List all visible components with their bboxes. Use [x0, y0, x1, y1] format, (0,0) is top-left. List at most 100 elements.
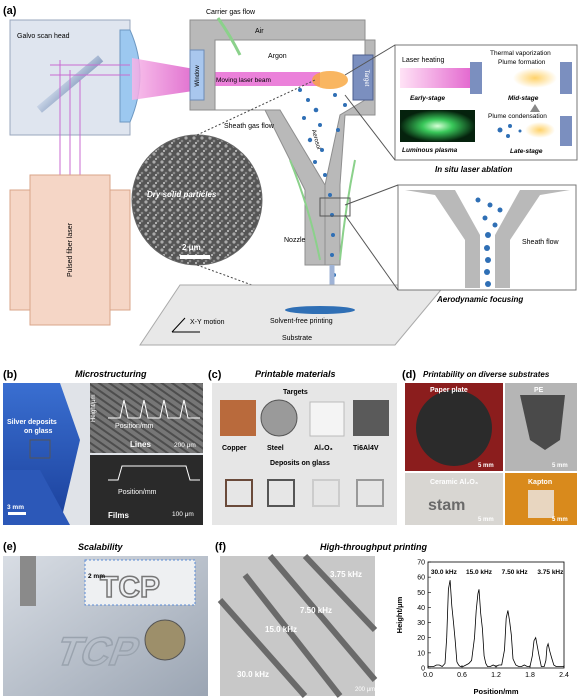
carrier-gas-label: Carrier gas flow	[206, 9, 256, 16]
chamber-wall-right	[324, 39, 376, 266]
chart-x-tick-label: 0.6	[457, 672, 467, 679]
condensation-label: Plume condensation	[488, 113, 547, 120]
pulsed-fiber-laser	[29, 174, 111, 326]
deposit-line	[285, 306, 355, 314]
sem-scale: 200 μm	[355, 687, 375, 693]
b-scale-label: 3 mm	[7, 504, 24, 511]
paper-label: Paper plate	[430, 387, 468, 394]
panel-b-letter: (b)	[3, 369, 17, 381]
chart-y-tick-label: 20	[417, 635, 425, 642]
sample-square	[29, 439, 51, 459]
target-block	[352, 54, 374, 101]
focus-particles	[475, 197, 503, 287]
focus-caption: Aerodynamic focusing	[436, 295, 523, 304]
panel-d-title: Printability on diverse substrates	[423, 370, 550, 379]
mid-stage-label: Mid-stage	[508, 95, 539, 102]
laser-heating-beam	[400, 68, 470, 88]
aerosol-label: Aerosol	[310, 129, 321, 150]
focus-source-box	[319, 197, 351, 217]
chart-annotation: 3.75 kHz	[537, 569, 564, 576]
steel-deposit	[267, 479, 295, 507]
tcp-zoom-inset	[84, 559, 196, 606]
sem-freq-7: 7.50 kHz	[300, 606, 332, 615]
kapton-print	[528, 490, 554, 518]
pe-print	[520, 395, 565, 450]
sem-scale-bar	[180, 255, 210, 259]
silver-label-line1: Silver deposits	[7, 419, 57, 426]
panel-c-title: Printable materials	[255, 369, 336, 379]
chart-annotation: 7.50 kHz	[502, 569, 529, 576]
ceramic-label: Ceramic Al₂O₃	[430, 479, 478, 486]
chart-xlabel: Position/mm	[473, 687, 518, 696]
chart-y-tick-label: 40	[417, 605, 425, 612]
lines-profile	[108, 399, 200, 419]
target-label: Target	[363, 70, 369, 87]
ceramic-photo	[405, 473, 503, 525]
lines-scale-label: 200 μm	[174, 442, 196, 449]
substrate-plane	[139, 284, 447, 346]
moving-laser-beam	[200, 72, 320, 86]
ablation-caption: In situ laser ablation	[435, 165, 512, 174]
sheath-flow-label: Sheath flow	[522, 239, 560, 246]
laser-label: Pulsed fiber laser	[67, 222, 74, 277]
stam-logo: stam	[428, 497, 465, 514]
ablation-callout-bottom	[344, 94, 396, 161]
carrier-flow-arrow	[216, 17, 242, 56]
tcp-logo-print: TCP	[50, 629, 146, 674]
chart-x-tick-label: 2.4	[559, 672, 569, 679]
target-early-icon	[470, 62, 482, 94]
chart-annotation: 30.0 kHz	[431, 569, 458, 576]
pe-label: PE	[534, 387, 544, 394]
chart-y-tick-label: 0	[421, 666, 425, 673]
focus-nozzle-right	[495, 190, 570, 288]
films-inset	[90, 455, 203, 525]
material-copper: Copper	[222, 445, 247, 452]
films-label: Films	[108, 511, 129, 520]
chart-x-tick-label: 1.2	[491, 672, 501, 679]
silver-label-line2: on glass	[24, 428, 53, 435]
moving-beam-label: Moving laser beam	[216, 77, 271, 84]
chart-series-line	[428, 580, 564, 667]
paper-plate-print	[416, 390, 492, 466]
panel-c: (c) Printable materials Targets Copper S…	[208, 369, 397, 525]
xy-label: X-Y motion	[190, 319, 225, 326]
galvo-label: Galvo scan head	[17, 33, 70, 40]
material-alumina: Al₂O₃	[314, 445, 333, 452]
plume-icon	[312, 71, 348, 89]
early-stage-label: Early-stage	[410, 95, 445, 102]
chart-ylabel: Height/μm	[395, 596, 404, 633]
sheath-flow-arrow-right	[339, 159, 356, 261]
lines-position-label: Position/mm	[115, 423, 154, 430]
nozzle-icon	[20, 556, 36, 606]
chart-x-tick-label: 0.0	[423, 672, 433, 679]
luminous-plasma-photo	[400, 110, 475, 142]
chart-annotation: 15.0 kHz	[466, 569, 493, 576]
window-label: Window	[195, 65, 201, 87]
sheath-flow-arrow-left	[289, 159, 321, 261]
laser-side-block-right	[109, 189, 131, 311]
b-scale-bar	[8, 512, 26, 515]
tcp-scale: 2 mm	[88, 573, 105, 580]
target-late-icon	[560, 116, 572, 146]
chart-y-tick-label: 70	[417, 560, 425, 567]
copper-deposit	[225, 479, 253, 507]
paper-scale: 5 mm	[478, 463, 494, 469]
solvent-free-label: Solvent-free printing	[270, 318, 333, 325]
target-mid-icon	[560, 62, 572, 94]
plume-mid-icon	[513, 68, 557, 88]
panel-e-letter: (e)	[3, 541, 17, 553]
sem-scale-label: 2 μm	[182, 243, 201, 252]
lines-height-label: Height/μm	[91, 395, 97, 422]
kapton-scale: 5 mm	[552, 517, 568, 523]
films-scale-label: 100 μm	[172, 511, 194, 518]
steel-target	[260, 399, 298, 437]
luminous-label: Luminous plasma	[402, 147, 458, 154]
panel-d-letter: (d)	[402, 369, 416, 381]
films-position-label: Position/mm	[118, 489, 157, 496]
panel-c-letter: (c)	[208, 369, 222, 381]
chart-x-tick-label: 1.8	[525, 672, 535, 679]
ti-target	[353, 400, 389, 436]
